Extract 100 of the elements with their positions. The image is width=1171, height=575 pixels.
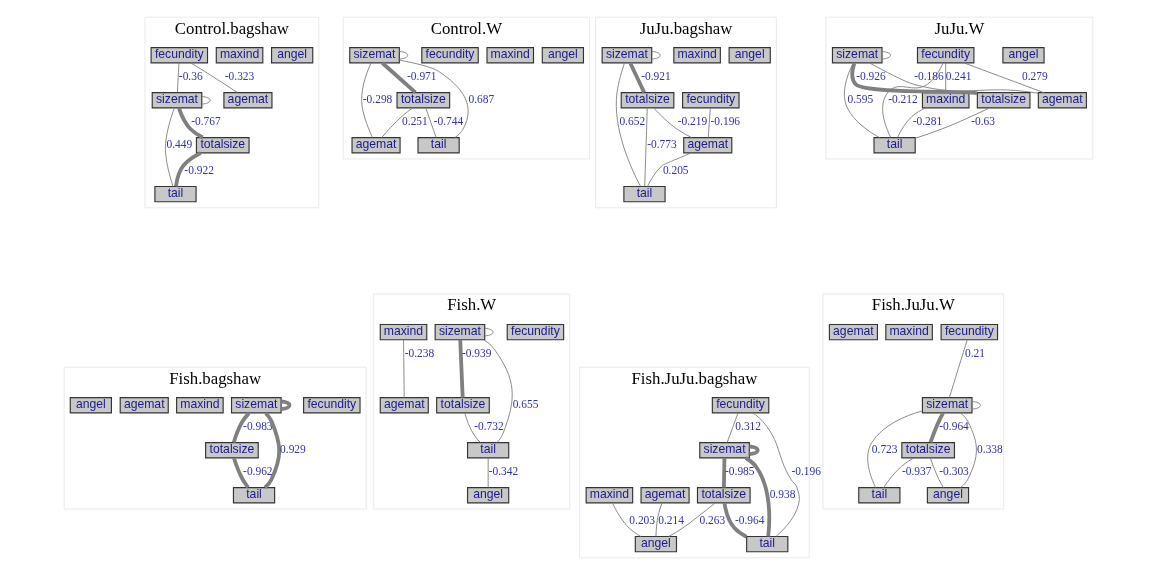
edge-label: -0.922	[183, 164, 214, 177]
edge-label: 0.203	[628, 514, 655, 527]
node-box: totalsize	[900, 442, 955, 459]
node-box: fecundity	[150, 47, 208, 64]
connector	[398, 59, 469, 139]
edge-label: -0.303	[938, 465, 969, 478]
node-box: totalsize	[395, 92, 450, 109]
connector	[929, 457, 944, 488]
node-box: agemat	[379, 397, 429, 414]
edge-label: 0.687	[467, 92, 494, 105]
node-box: totalsize	[696, 487, 751, 504]
node-box: sizemat	[601, 47, 652, 64]
edge-label: -0.732	[473, 420, 504, 433]
edge-label: -0.212	[887, 92, 918, 105]
connector	[164, 107, 175, 187]
connector	[189, 62, 238, 93]
edge-label: 0.652	[618, 115, 645, 128]
node-box: totalsize	[195, 137, 250, 154]
node-box: totalsize	[435, 397, 490, 414]
edge-label: -0.964	[938, 420, 969, 433]
edge-label: 0.214	[657, 514, 684, 527]
node-box: tail	[416, 137, 460, 154]
edge-label: -0.196	[710, 115, 740, 128]
connector	[722, 502, 747, 539]
connector	[173, 151, 202, 187]
connector	[707, 107, 711, 138]
connector	[948, 339, 968, 399]
connector	[914, 107, 990, 139]
node-box: maxind	[215, 47, 263, 64]
connector	[611, 502, 641, 537]
edge-label: -0.964	[734, 514, 764, 527]
connector	[882, 457, 914, 489]
connector	[959, 412, 977, 489]
node-box: tail	[466, 442, 509, 459]
edge-label: 0.655	[512, 397, 538, 410]
edge-label: 0.723	[871, 442, 898, 455]
connector	[628, 62, 646, 94]
node-box: tail	[232, 487, 275, 504]
node-box: totalsize	[620, 92, 674, 109]
node-box: agemat	[1037, 92, 1087, 109]
connector	[482, 339, 513, 444]
node-box: sizemat	[230, 397, 282, 414]
node-box: agemat	[119, 397, 169, 414]
node-box: maxind	[884, 323, 933, 341]
node-box: totalsize	[204, 442, 259, 459]
connector	[963, 62, 1044, 94]
edge-label: -0.298	[362, 92, 392, 105]
edge-label: -0.342	[488, 465, 518, 478]
node-box: fecundity	[506, 323, 564, 341]
node-box: sizemat	[698, 442, 750, 459]
connector	[484, 327, 494, 337]
node-box: fecundity	[916, 47, 974, 64]
node-box: maxind	[175, 397, 224, 414]
connector	[231, 411, 250, 444]
node-box: fecundity	[302, 397, 361, 414]
edge-label: 0.938	[769, 487, 795, 500]
node-box: sizemat	[921, 397, 973, 414]
connector	[928, 412, 945, 444]
edge-label: -0.939	[461, 347, 491, 360]
node-box: maxind	[585, 487, 633, 504]
node-box: agemat	[639, 487, 690, 504]
connector	[944, 62, 946, 93]
connector	[667, 502, 716, 537]
edge-label: 0.21	[964, 347, 985, 360]
edge-label: 0.595	[846, 92, 873, 105]
node-box: sizemat	[348, 47, 400, 64]
node-box: maxind	[379, 323, 427, 341]
edge-label: 0.338	[976, 442, 1003, 455]
edge-label: -0.63	[970, 115, 995, 128]
node-box: fecundity	[420, 47, 479, 64]
node-box: totalsize	[976, 92, 1031, 109]
node-box: tail	[153, 185, 197, 203]
node-box: fecundity	[940, 323, 998, 341]
connector	[971, 401, 981, 410]
node-box: angel	[69, 397, 112, 414]
node-box: sizemat	[434, 323, 485, 341]
connector	[201, 96, 211, 105]
connector	[263, 411, 281, 490]
connector	[398, 51, 408, 60]
node-box: agemat	[682, 137, 732, 154]
connector	[849, 62, 977, 96]
edge-label: -0.926	[855, 70, 886, 83]
edge-label: -0.962	[242, 465, 273, 478]
node-box: agemat	[222, 92, 272, 109]
edge-label: -0.921	[640, 70, 671, 83]
node-box: sizemat	[831, 47, 883, 64]
edge-label: -0.36	[178, 70, 203, 83]
node-box: maxind	[921, 92, 970, 109]
node-box: angel	[926, 487, 969, 504]
connector	[752, 412, 800, 537]
connector	[646, 152, 692, 187]
edge-label: 0.241	[945, 70, 972, 83]
connector	[457, 339, 465, 398]
node-box: fecundity	[711, 397, 769, 414]
edge-label: -0.971	[406, 70, 437, 83]
edge-label: -0.983	[242, 420, 273, 433]
node-box: angel	[466, 487, 509, 504]
connector	[280, 399, 291, 411]
connector	[380, 61, 417, 94]
node-box: maxind	[672, 47, 721, 64]
